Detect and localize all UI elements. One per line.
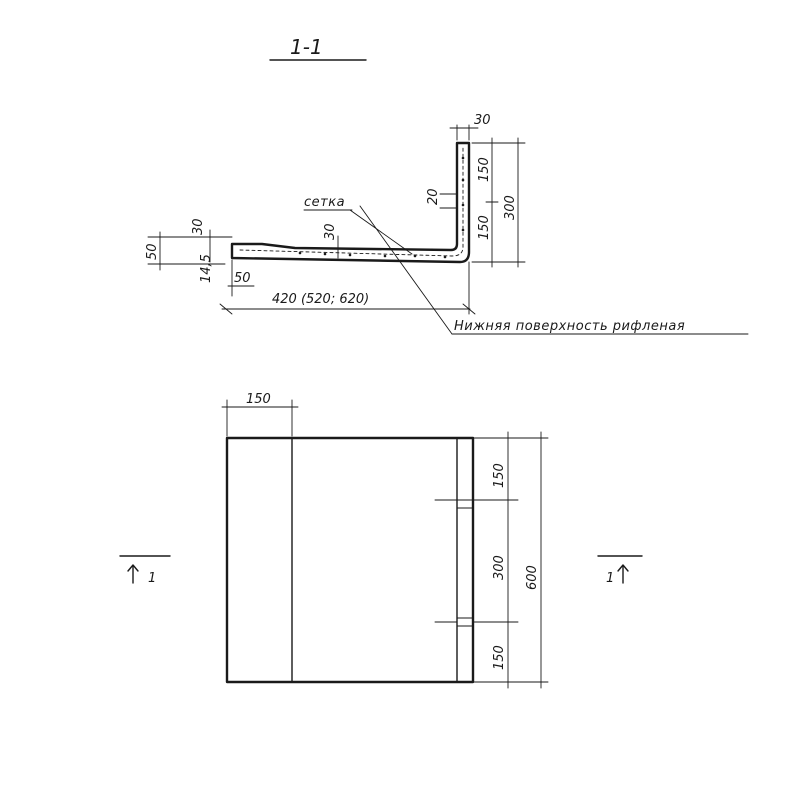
plan-dim-150-top: 150 <box>246 392 271 407</box>
plan-hole-upper <box>456 499 474 509</box>
dim-300: 300 <box>503 195 518 220</box>
rebar-dot <box>461 228 465 232</box>
dim-150-lower: 150 <box>477 215 492 240</box>
svg-text:1: 1 <box>606 571 614 586</box>
plan-dim-300: 300 <box>492 555 507 580</box>
rebar-dot <box>443 255 447 259</box>
dim-left-30: 30 <box>191 218 206 235</box>
rebar-dot <box>348 253 352 257</box>
plan-view: 150 150 300 150 600 1 1 <box>119 392 643 689</box>
mesh-line <box>239 147 464 257</box>
section-view: 1-1 30 150 150 300 20 <box>145 35 749 335</box>
rebar-dot <box>461 156 465 160</box>
plan-hole-lower <box>456 617 474 627</box>
plan-dim-600: 600 <box>525 565 540 590</box>
rebar-dot <box>298 251 302 255</box>
dim-20: 20 <box>426 188 441 205</box>
label-surface: Нижняя поверхность рифленая <box>454 319 685 334</box>
surface-leader <box>359 205 453 335</box>
label-mesh: сетка <box>304 195 345 210</box>
plan-dim-150-b: 150 <box>492 645 507 670</box>
mesh-leader <box>349 209 413 255</box>
plan-outline <box>225 436 475 684</box>
dim-step-50: 50 <box>234 271 251 286</box>
cut-marker-right: 1 <box>597 555 643 586</box>
dim-150-upper: 150 <box>477 157 492 182</box>
rebar-dot <box>413 254 417 258</box>
plan-dim-150-a: 150 <box>492 463 507 488</box>
section-title: 1-1 <box>290 35 323 59</box>
rebar-dot <box>323 252 327 256</box>
dim-top-30: 30 <box>474 113 491 128</box>
rebar-dot <box>461 178 465 182</box>
svg-text:1: 1 <box>148 571 156 586</box>
dim-14-5: 14,5 <box>199 254 214 283</box>
dim-slab-30: 30 <box>323 223 338 240</box>
cut-marker-left: 1 <box>119 555 171 586</box>
dim-left-50: 50 <box>145 243 160 260</box>
rebar-dot <box>461 203 465 207</box>
dim-length: 420 (520; 620) <box>272 292 369 307</box>
l-profile-outer <box>230 141 471 264</box>
rebar-dot <box>383 254 387 258</box>
